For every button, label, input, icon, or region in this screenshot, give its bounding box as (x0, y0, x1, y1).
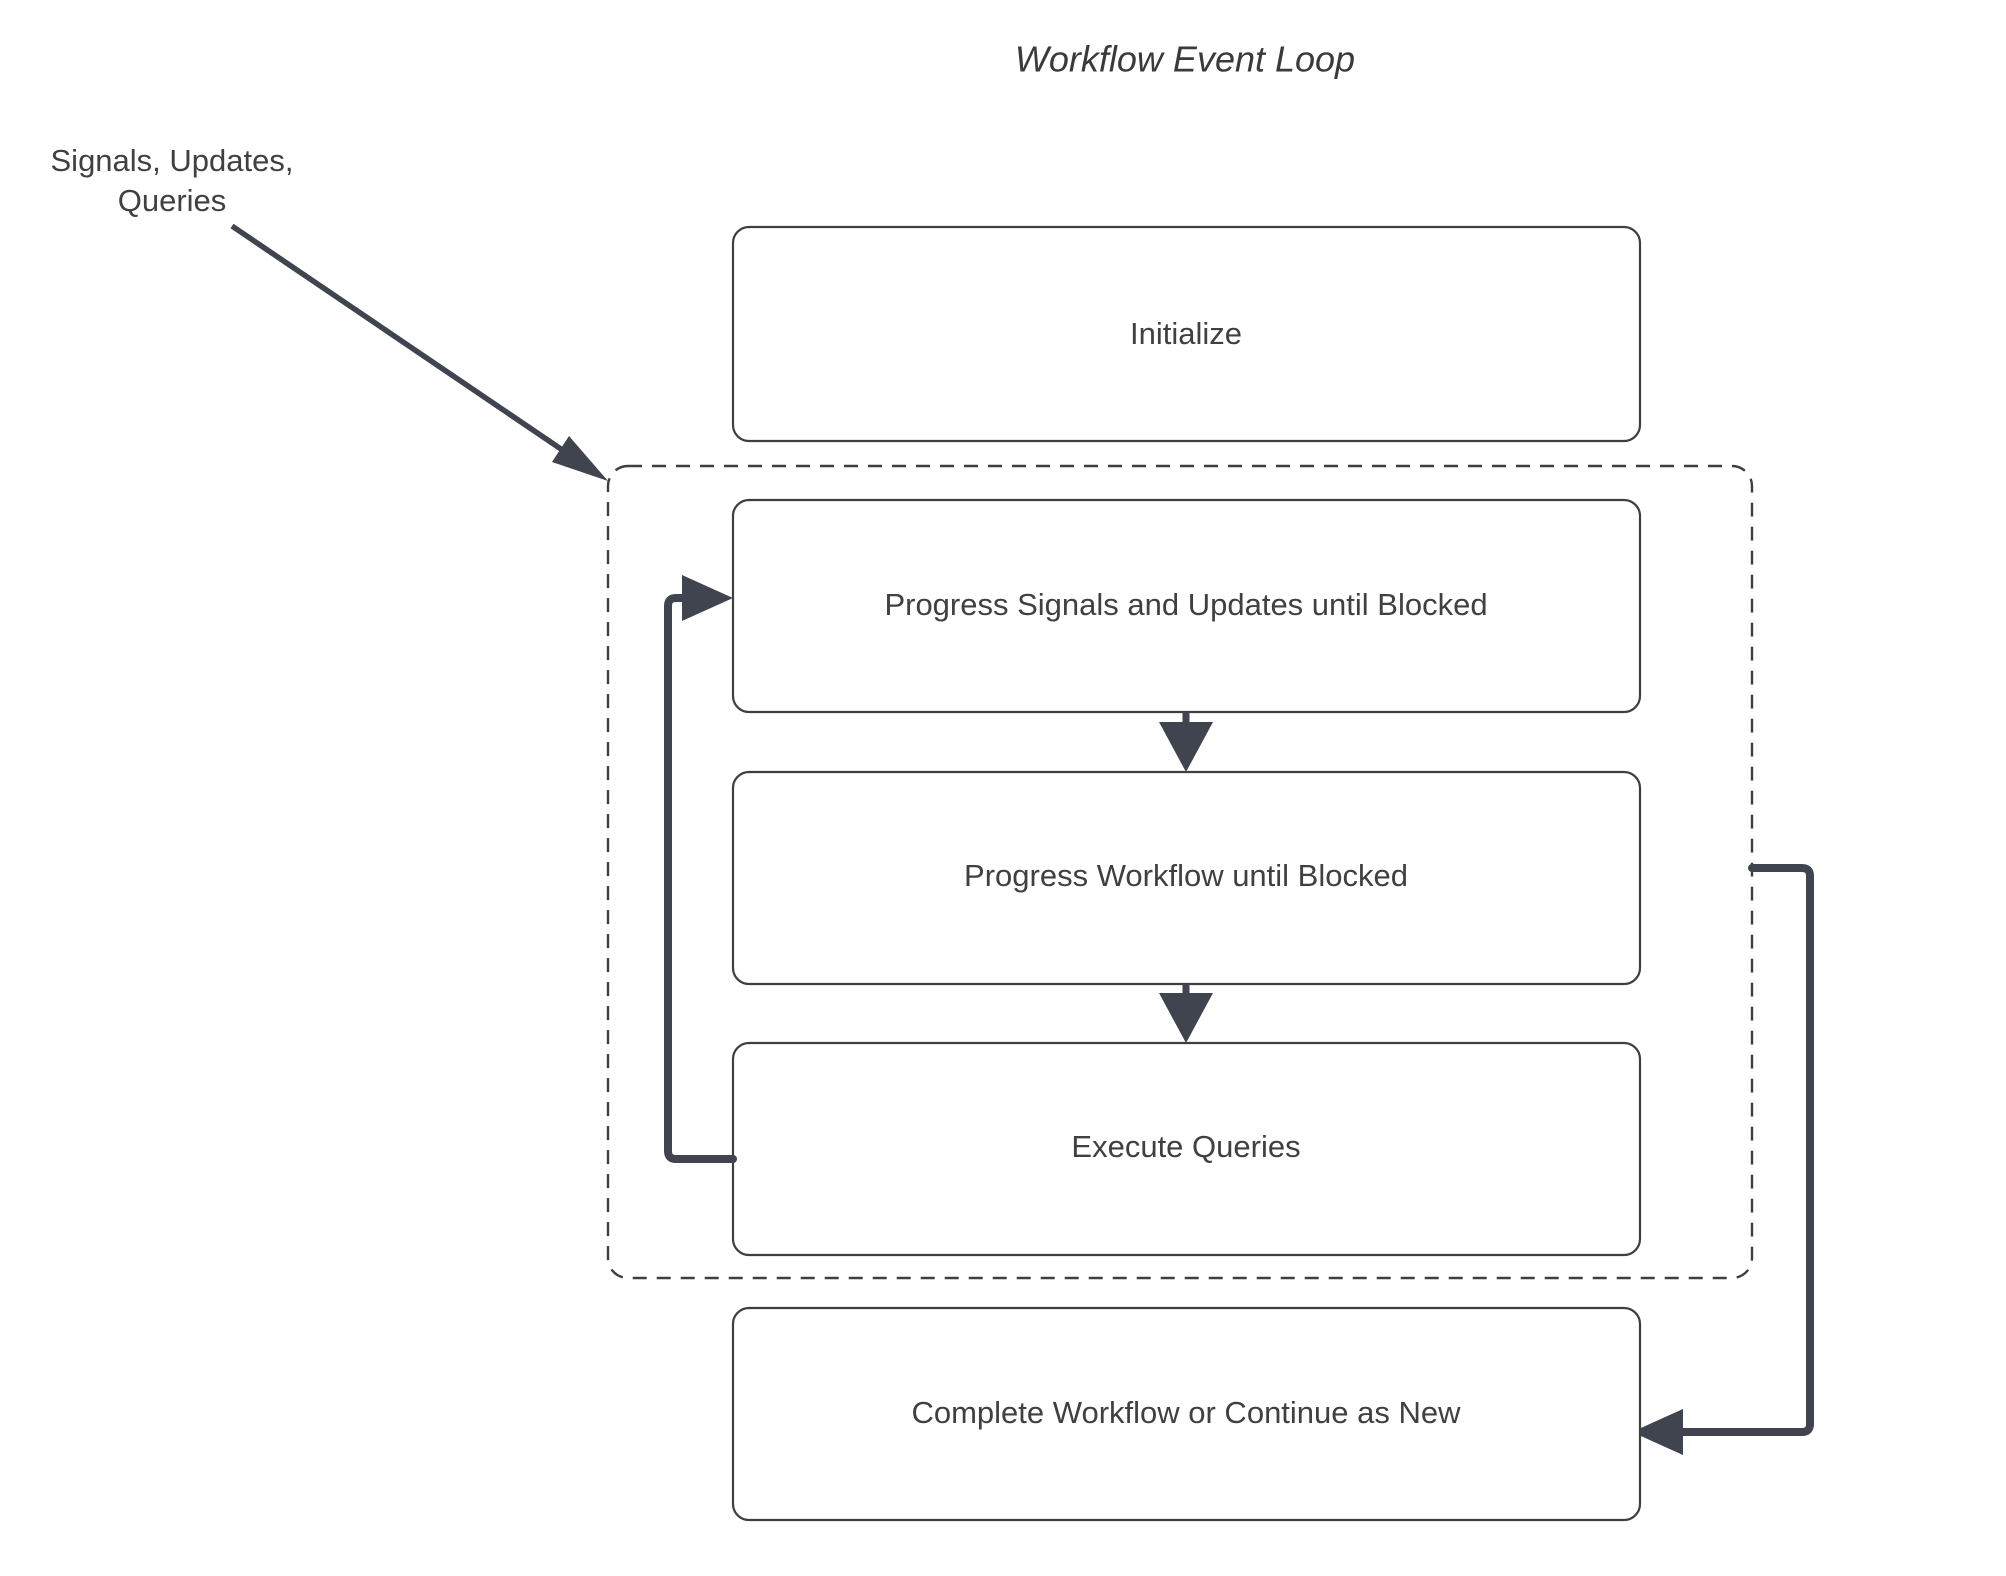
arrow-head-icon (552, 436, 608, 481)
edge-execute-queries-to-progress-signals (664, 575, 737, 1163)
edge-loop-group-to-complete-workflow (1632, 864, 1814, 1455)
edge-label-external-input-line1: Signals, Updates, (51, 143, 294, 178)
node-initialize-label: Initialize (1130, 316, 1242, 351)
node-progress-workflow-label: Progress Workflow until Blocked (964, 858, 1408, 893)
node-initialize-box[interactable] (731, 225, 1642, 443)
page-title: Workflow Event Loop (1015, 39, 1355, 80)
node-progress-signals[interactable]: Progress Signals and Updates until Block… (731, 498, 1642, 714)
node-complete-workflow[interactable]: Complete Workflow or Continue as New (731, 1306, 1642, 1522)
edge-label-external-input-line2: Queries (118, 183, 227, 218)
edge-external-input-to-loop-group (230, 223, 608, 481)
arrow-head-icon (1159, 722, 1213, 772)
arrow-head-icon (682, 575, 733, 621)
node-progress-workflow[interactable]: Progress Workflow until Blocked (731, 770, 1642, 986)
arrow-head-icon (1159, 993, 1213, 1043)
node-execute-queries-label: Execute Queries (1071, 1129, 1300, 1164)
node-execute-queries[interactable]: Execute Queries (731, 1041, 1642, 1257)
node-initialize[interactable]: Initialize (731, 225, 1642, 443)
edge-progress-signals-to-progress-workflow (1159, 712, 1213, 772)
edge-progress-workflow-to-execute-queries (1159, 984, 1213, 1043)
node-complete-workflow-label: Complete Workflow or Continue as New (911, 1395, 1461, 1430)
node-execute-queries-box[interactable] (731, 1041, 1642, 1257)
node-complete-workflow-box[interactable] (731, 1306, 1642, 1522)
node-progress-signals-label: Progress Signals and Updates until Block… (884, 587, 1487, 622)
arrow-head-icon (1632, 1409, 1683, 1455)
